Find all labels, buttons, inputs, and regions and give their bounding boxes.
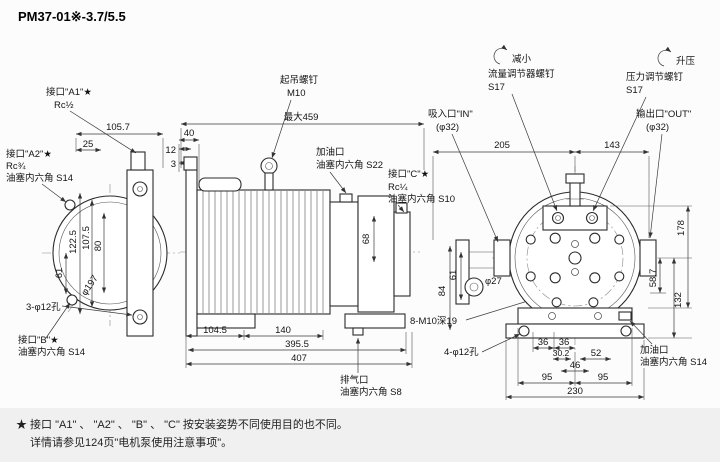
boost-label: 升压	[676, 56, 696, 67]
outlet-label: 输出口"OUT"	[636, 108, 691, 120]
footnote-band	[0, 408, 720, 462]
lifting-bolt-size: M10	[287, 88, 305, 99]
exhaust-label: 排气口	[340, 374, 369, 386]
lifting-bolt-label: 起吊螺钉	[280, 75, 319, 86]
footnote: ★ 接口 "A1" 、 "A2" 、 "B" 、 "C" 按安装姿势不同使用目的…	[16, 417, 348, 449]
holes-3-label: 3-φ12孔	[26, 302, 61, 313]
port-a2-thread: Rc¾	[6, 161, 27, 172]
dim-143: 143	[604, 140, 620, 151]
port-b-plug-label: 油塞内六角 S14	[18, 346, 85, 358]
port-b-plug-shape	[66, 294, 78, 306]
lifting-eyebolt	[260, 157, 278, 175]
side-view	[180, 156, 420, 337]
dim-205: 205	[494, 140, 510, 151]
inlet-dia: (φ32)	[436, 122, 459, 133]
flow-adjuster-size: S17	[488, 82, 505, 93]
exhaust-plug-shape	[352, 327, 364, 336]
oil-fill-bottom-plug-label: 油塞内六角 S14	[640, 356, 707, 368]
oil-fill-top-plug-shape	[339, 193, 353, 203]
port-a2-plug-shape	[64, 199, 76, 211]
side-view-dimensions: 最大459 68 104.5 140 395.5 407	[180, 111, 425, 368]
flow-adjuster-label: 流量调节器螺钉	[488, 68, 555, 80]
dim-95a: 95	[542, 372, 553, 383]
dim-84: 84	[437, 286, 448, 297]
phi27-port	[464, 277, 484, 297]
dim-46: 46	[570, 360, 581, 371]
dim-107-5: 107.5	[81, 226, 92, 250]
decrease-rotation-arrow-icon	[493, 44, 508, 65]
holes-4-label: 4-φ12孔	[444, 347, 479, 358]
dim-52: 52	[591, 348, 602, 359]
dim-40: 40	[184, 128, 195, 139]
dim-36b: 36	[559, 337, 570, 348]
port-a2-label: 接口"A2"★	[6, 148, 52, 160]
port-c-thread: Rc¼	[388, 182, 409, 193]
boost-rotation-arrow-icon	[657, 46, 672, 67]
dim-407: 407	[291, 353, 307, 364]
port-c-label: 接口"C"★	[388, 168, 430, 180]
port-a1-thread: Rc½	[54, 100, 74, 111]
pressure-adjuster-screw	[585, 211, 599, 225]
dim-30-2: 30.2	[553, 348, 570, 358]
flow-adjuster-screw	[551, 211, 565, 225]
dim-132: 132	[673, 292, 684, 308]
dim-36a: 36	[538, 337, 549, 348]
dim-395-5: 395.5	[285, 339, 309, 350]
oil-fill-top-label: 加油口	[316, 146, 345, 158]
dim-105-7: 105.7	[106, 122, 130, 133]
dim-104-5: 104.5	[203, 325, 227, 336]
dim-25: 25	[83, 139, 94, 150]
dim-3: 3	[171, 159, 176, 170]
suction-bracket: 84 61 φ27	[437, 239, 502, 330]
pump-body	[357, 195, 395, 313]
dim-61b: 61	[448, 270, 459, 281]
motor-body	[196, 189, 331, 315]
pressure-adjuster-size: S17	[626, 85, 643, 96]
port-a2-plug-label: 油塞内六角 S14	[6, 172, 73, 184]
footnote-line2: 详情请参见124页"电机泵使用注意事项"。	[30, 435, 232, 449]
dim-58-7: 58.7	[648, 269, 659, 288]
dim-80: 80	[93, 241, 104, 252]
pump-end-view-dimensions: 205 143 178 58.7 132 36 36 30.2 52 46 95	[432, 140, 692, 400]
oil-fill-top-plug-label: 油塞内六角 S22	[316, 159, 383, 171]
outlet-dia: (φ32)	[646, 122, 669, 133]
exhaust-plug-label: 油塞内六角 S8	[340, 386, 402, 398]
dim-230: 230	[567, 386, 583, 397]
dim-12: 12	[165, 145, 176, 156]
pressure-adjuster-label: 压力调节螺钉	[626, 71, 684, 83]
side-view-callouts: 起吊螺钉 M10 加油口 油塞内六角 S22 接口"C"★ Rc¼ 油塞内六角 …	[271, 75, 532, 398]
inlet-port-shape	[493, 239, 511, 277]
oil-fill-bottom-label: 加油口	[640, 344, 669, 356]
dim-61: 61	[54, 268, 65, 279]
dim-phi27: φ27	[485, 276, 502, 287]
drawing-title: PM37-01※-3.7/5.5	[18, 9, 126, 24]
holes-8-label: 8-M10深19	[410, 316, 457, 327]
port-a1-label: 接口"A1"★	[46, 86, 92, 98]
dim-178: 178	[676, 220, 687, 236]
dim-140: 140	[275, 325, 291, 336]
dim-122-5: 122.5	[68, 230, 79, 254]
port-b-label: 接口"B"★	[18, 334, 59, 346]
dim-max459: 最大459	[284, 111, 319, 123]
inlet-label: 吸入口"IN"	[428, 109, 473, 120]
outlet-port-shape	[639, 239, 657, 277]
dim-68: 68	[361, 234, 372, 245]
motor-end-view-callouts: 接口"A1"★ Rc½ 接口"A2"★ Rc¾ 油塞内六角 S14 接口"B"★…	[6, 86, 137, 358]
oil-fill-bottom-plug-shape	[618, 311, 632, 321]
pump-end-view-callouts: 减小 流量调节器螺钉 S17 升压 压力调节螺钉 S17 吸入口"IN" (φ3…	[428, 44, 707, 368]
port-c-plug-label: 油塞内六角 S10	[388, 193, 455, 205]
dim-95b: 95	[598, 372, 609, 383]
cooling-fins	[202, 191, 324, 313]
port-a1-fitting	[130, 151, 146, 171]
decrease-label: 减小	[512, 53, 532, 65]
footnote-line1: ★ 接口 "A1" 、 "A2" 、 "B" 、 "C" 按安装姿势不同使用目的…	[16, 417, 348, 431]
